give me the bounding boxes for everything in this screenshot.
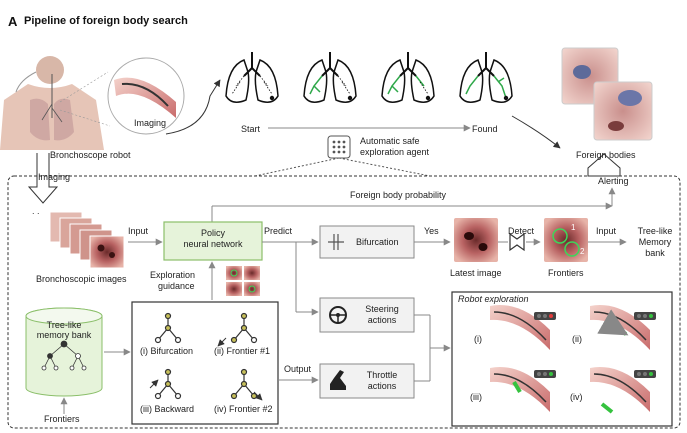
input-label: Input — [128, 226, 149, 236]
detect-label: Detect — [508, 226, 535, 236]
steering-label-line2: actions — [367, 315, 397, 325]
tree-bank-label-line3: bank — [645, 248, 665, 258]
bifurcation-label: Bifurcation — [356, 237, 399, 247]
frontier-number-2: 2 — [580, 247, 585, 256]
start-label: Start — [241, 124, 261, 134]
imaging-zoom-circle — [107, 57, 185, 135]
robot-exploration-step-4: (iv) — [570, 392, 583, 402]
bifurcation-icon — [328, 234, 344, 250]
robot-exploration-step-3: (iii) — [470, 392, 482, 402]
lungs-icon — [303, 52, 357, 103]
output-label: Output — [284, 364, 312, 374]
tree-bank-label-line1: Tree-like — [637, 226, 673, 236]
bronchoscopic-images-stack: . . — [32, 206, 125, 269]
imaging-arrow-label: Imaging — [38, 172, 71, 182]
foreign-body-images — [561, 47, 653, 141]
policy-label-line1: Policy — [200, 228, 225, 238]
policy-label-line2: neural network — [183, 239, 243, 249]
frontiers-bottom-label: Frontiers — [44, 414, 80, 424]
memory-bank-label-line1: Tree-like — [46, 320, 82, 330]
policy-network-box — [163, 221, 263, 261]
exploration-label-line2: guidance — [158, 281, 195, 291]
found-label: Found — [472, 124, 498, 134]
steering-label-line1: Steering — [365, 304, 399, 314]
alerting-arrow-label: Alerting — [598, 176, 629, 186]
robot-exploration-step-2: (ii) — [572, 334, 582, 344]
memory-bank-label-line2: memory bank — [36, 330, 92, 340]
neural-network-icon — [327, 135, 351, 159]
steering-wheel-icon — [329, 306, 347, 324]
predict-label: Predict — [264, 226, 293, 236]
patient-illustration — [0, 56, 111, 150]
robot-exploration-step-1: (i) — [474, 334, 482, 344]
agent-label-line1: Automatic safe — [360, 136, 420, 146]
yes-label: Yes — [424, 226, 439, 236]
throttle-icon — [330, 370, 346, 390]
panel-letter: A — [8, 14, 18, 29]
option-frontier-2: (iv) Frontier #2 — [214, 404, 273, 414]
robot-exploration-panels — [490, 305, 650, 414]
detect-icon — [509, 232, 525, 252]
latest-image-label: Latest image — [450, 268, 502, 278]
option-bifurcation: (i) Bifurcation — [140, 346, 194, 356]
foreign-body-probability-label: Foreign body probability — [350, 190, 447, 200]
robot-exploration-label: Robot exploration — [458, 294, 529, 304]
throttle-label-line2: actions — [367, 381, 397, 391]
system-frame — [7, 175, 681, 429]
exploration-label-line1: Exploration — [150, 270, 196, 280]
robot-label: Bronchoscope robot — [50, 150, 131, 160]
foreign-bodies-label: Foreign bodies — [576, 150, 636, 160]
exploration-guidance-grid — [226, 266, 260, 296]
throttle-label-line1: Throttle — [366, 370, 398, 380]
agent-label-line2: exploration agent — [360, 147, 430, 157]
frontiers-label: Frontiers — [548, 268, 584, 278]
tree-icon — [41, 340, 87, 371]
database-icon — [25, 307, 103, 397]
tree-bank-label-line2: Memory — [638, 237, 672, 247]
frontier-number-1: 1 — [571, 223, 576, 232]
lungs-icon — [381, 52, 435, 103]
options-box — [131, 301, 279, 425]
imaging-label: Imaging — [134, 118, 167, 128]
option-frontier-1: (ii) Frontier #1 — [214, 346, 271, 356]
input2-label: Input — [596, 226, 617, 236]
lungs-icon — [459, 52, 513, 103]
option-backward: (iii) Backward — [140, 404, 195, 414]
svg-text:. .: . . — [32, 206, 40, 216]
panel-title: Pipeline of foreign body search — [24, 15, 188, 27]
lungs-icon — [225, 52, 279, 103]
latest-image — [454, 218, 498, 262]
traffic-light-icon — [534, 312, 656, 378]
bronchoscopic-images-label: Bronchoscopic images — [36, 274, 127, 284]
imaging-arrow — [27, 153, 59, 204]
